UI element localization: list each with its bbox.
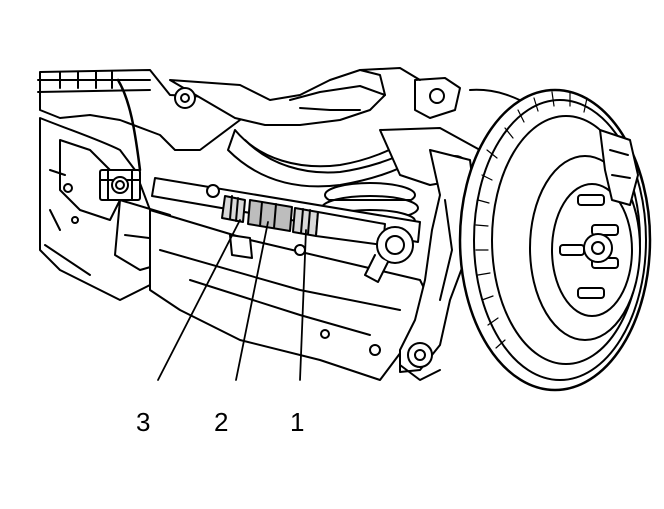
callout-2: 2 xyxy=(214,407,229,437)
leader-line-2 xyxy=(235,221,269,381)
adjuster-rod xyxy=(151,177,421,283)
lower-frame-rail xyxy=(149,209,431,381)
callout-1: 1 xyxy=(290,407,305,437)
brake-rotor xyxy=(458,88,652,392)
leader-line-1 xyxy=(299,229,307,381)
upper-body xyxy=(37,67,541,172)
callout-3: 3 xyxy=(136,407,151,437)
leader-lines xyxy=(157,219,307,381)
leader-line-3 xyxy=(157,219,241,381)
